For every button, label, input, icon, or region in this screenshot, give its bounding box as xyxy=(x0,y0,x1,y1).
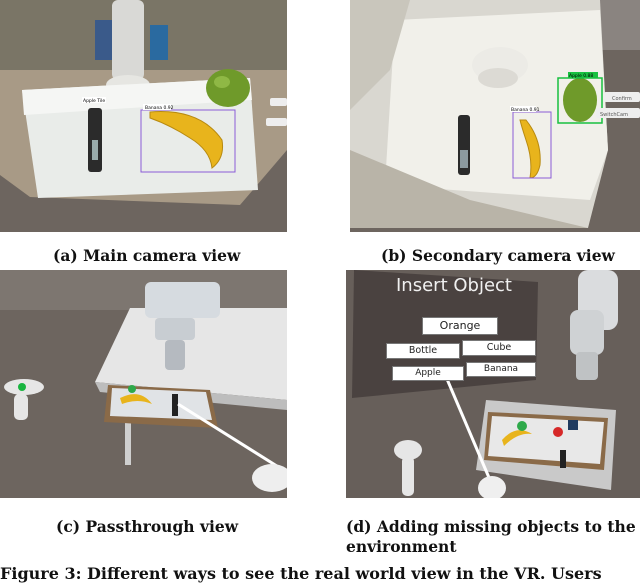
passthrough-image xyxy=(0,270,287,498)
insert-object-image xyxy=(346,270,640,498)
banana-tag-b: Banana 0.91 xyxy=(511,107,540,113)
caption-b: (b) Secondary camera view xyxy=(381,246,615,265)
menu-title: Insert Object xyxy=(396,275,512,296)
caption-a: (a) Main camera view xyxy=(53,246,241,265)
confirm-label[interactable]: Confirm xyxy=(612,96,632,102)
switch-cam-label[interactable]: SwitchCam xyxy=(600,112,628,118)
panel-insert-object: Insert Object Orange Bottle Cube Apple B… xyxy=(346,270,640,498)
button-apple[interactable]: Apple xyxy=(392,366,464,381)
apple-tag-b: Apple 0.88 xyxy=(569,73,593,79)
banana-tag: Banana 0.92 xyxy=(145,105,174,111)
panel-passthrough xyxy=(0,270,287,498)
button-orange[interactable]: Orange xyxy=(422,317,498,335)
panel-secondary-camera: Apple 0.88 Banana 0.91 Confirm SwitchCam xyxy=(350,0,640,232)
button-banana[interactable]: Banana xyxy=(466,362,536,377)
figure-caption: Figure 3: Different ways to see the real… xyxy=(0,564,602,583)
caption-d: (d) Adding missing objects to the enviro… xyxy=(346,517,636,557)
main-camera-image: Banana 0.92 Apple Tile xyxy=(0,0,287,232)
button-bottle[interactable]: Bottle xyxy=(386,343,460,359)
button-cube[interactable]: Cube xyxy=(462,340,536,356)
caption-d-line1: (d) Adding missing objects to the xyxy=(346,517,636,536)
caption-d-line2: environment xyxy=(346,537,457,556)
panel-main-camera: Banana 0.92 Apple Tile xyxy=(0,0,287,232)
caption-c: (c) Passthrough view xyxy=(56,517,239,536)
apple-tag: Apple Tile xyxy=(83,98,105,104)
secondary-camera-image: Apple 0.88 Banana 0.91 Confirm SwitchCam xyxy=(350,0,640,232)
